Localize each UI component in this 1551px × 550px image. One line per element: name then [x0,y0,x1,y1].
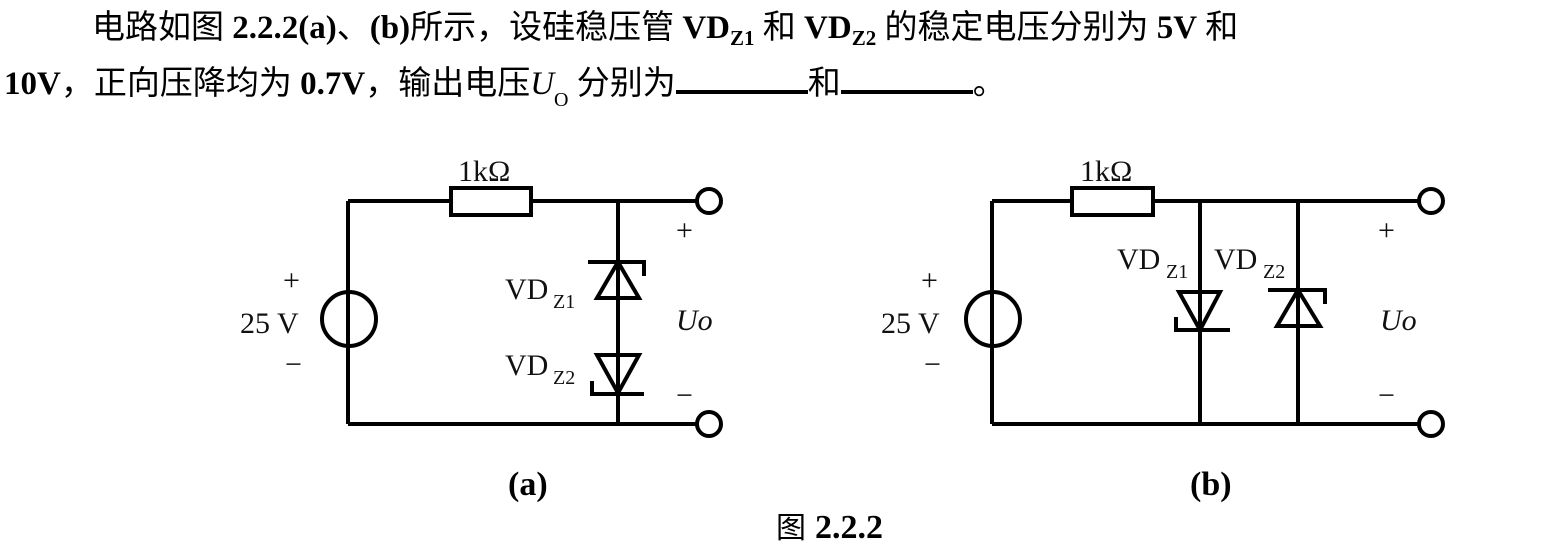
output-plus: + [1378,214,1395,247]
output-label: Uo [1380,304,1417,337]
text: 分别为 [568,66,676,102]
answer-blank-1[interactable] [675,62,808,94]
resistor [1070,186,1155,217]
text: 的稳定电压分别为 [876,10,1157,46]
diode-z2-sub: Z2 [1263,261,1285,283]
output-terminal-bottom [695,410,723,438]
diode-sub: Z1 [730,26,755,50]
forward-drop: 0.7V [300,66,366,102]
figure-ref-b: (b) [369,10,411,46]
text: ，正向压降均为 [60,66,301,102]
output-minus: − [1378,379,1395,412]
text: 和 [1197,10,1239,46]
question-line-2: 10V，正向压降均为 0.7V，输出电压UO 分别为 和 。 [4,62,1006,120]
text: 、 [336,10,370,46]
answer-blank-2[interactable] [840,62,973,94]
source-plus: + [921,264,938,297]
figure-caption-number: 2.2.2 [815,509,883,546]
circuit-b: 1kΩ + 25 V − VD Z1 VD Z2 + − Uo (b) [881,155,1445,503]
source-minus: − [285,348,302,381]
text: 所示，设硅稳压管 [410,10,683,46]
voltage-value: 10V [4,66,61,102]
figure-ref: 2.2.2(a) [232,10,337,46]
diode-z2-label: VD [1214,243,1257,276]
source-minus: − [924,348,941,381]
zener-diode-z1 [1174,290,1230,335]
text: 和 [754,10,805,46]
output-symbol: U [530,66,555,102]
resistor-label: 1kΩ [458,155,510,188]
output-minus: − [676,379,693,412]
diode-z1-label: VD [1117,243,1160,276]
output-terminal-top [1417,187,1445,215]
diode-sub: Z2 [851,26,877,50]
voltage-value: 5V [1156,10,1198,46]
diode-z2-sub: Z2 [553,367,575,389]
question-line-1: 电路如图 2.2.2(a)、(b)所示，设硅稳压管 VDZ1 和 VDZ2 的稳… [92,8,1238,58]
output-plus: + [676,214,693,247]
source-label: 25 V [881,307,940,340]
zener-diode-z1 [588,258,646,300]
resistor [449,186,533,217]
diode-z1-sub: Z1 [553,291,575,313]
output-label: Uo [676,304,713,337]
diode-name: VD [804,10,852,46]
circuit-a: 1kΩ + 25 V − VD Z1 VD Z2 + − Uo (a) [240,155,723,503]
output-terminal-bottom [1417,410,1445,438]
text: 和 [807,66,841,102]
subfigure-label-b: (b) [1190,466,1232,503]
source-plus: + [283,264,300,297]
figure-caption-prefix: 图 [776,511,806,546]
source-label: 25 V [240,307,299,340]
diode-z1-sub: Z1 [1166,261,1188,283]
text: ，输出电压 [365,66,531,102]
resistor-label: 1kΩ [1080,155,1132,188]
text: 电路如图 [92,10,233,46]
text: 。 [972,66,1006,102]
output-terminal-top [695,187,723,215]
subfigure-label-a: (a) [508,466,548,503]
diode-z1-label: VD [505,273,548,306]
zener-diode-z2 [1268,286,1327,328]
output-subscript: O [554,89,569,111]
diode-name: VD [682,10,730,46]
diode-z2-label: VD [505,349,548,382]
zener-diode-z2 [590,353,644,398]
